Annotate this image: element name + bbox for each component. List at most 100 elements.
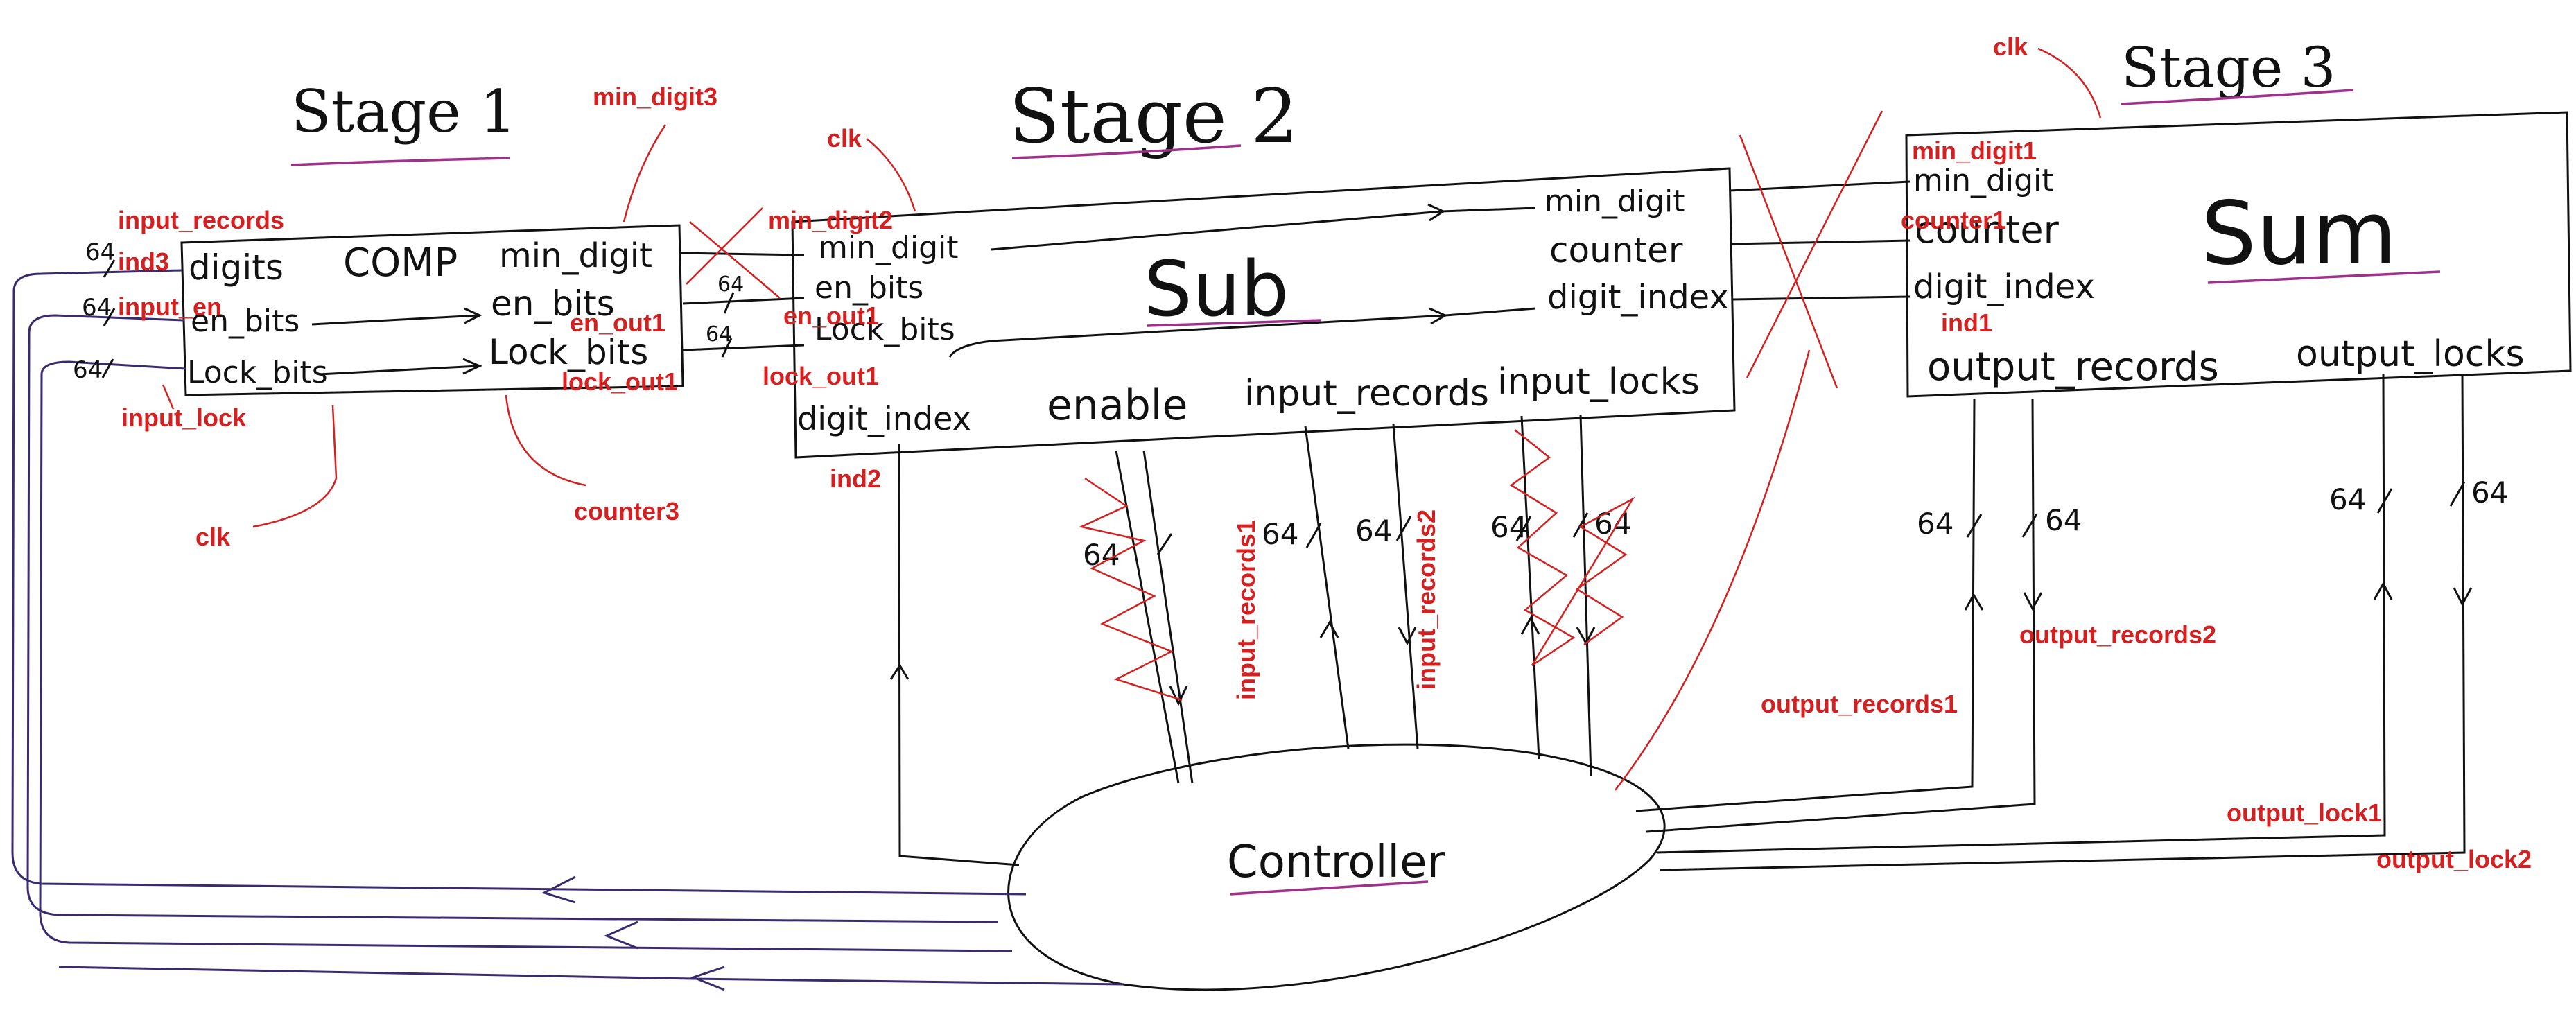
arrow-enable bbox=[1169, 686, 1188, 706]
strike-scribble-enable bbox=[1079, 477, 1183, 701]
controller-underline bbox=[1230, 880, 1429, 896]
comp-port-en-bits-out: en_bits bbox=[491, 283, 615, 324]
tick-output-records-2 bbox=[2021, 514, 2038, 538]
sub-block bbox=[791, 167, 1736, 459]
label-en-out1-b: en_out1 bbox=[783, 302, 879, 330]
stage2-title: Stage 2 bbox=[1009, 73, 1298, 160]
label-counter3: counter3 bbox=[574, 497, 679, 525]
wire-sub-sum-min-digit bbox=[1729, 180, 1911, 192]
strike-x-sub-sum bbox=[1739, 110, 1883, 389]
stage1-title: Stage 1 bbox=[291, 78, 516, 146]
sum-port-counter-in: counter bbox=[1915, 208, 2060, 252]
wire-output-locks-2 bbox=[1660, 374, 2466, 871]
controller-ellipse bbox=[1007, 743, 1666, 991]
arrow-output-locks-2 bbox=[2453, 587, 2473, 607]
sum-underline bbox=[2207, 270, 2441, 284]
bw-input-locks-2: 64 bbox=[1594, 507, 1631, 541]
label-min-digit3: min_digit3 bbox=[593, 82, 717, 111]
tick-output-locks-1 bbox=[2376, 488, 2393, 514]
sub-port-lock-bits-in: Lock_bits bbox=[815, 312, 955, 347]
sum-name: Sum bbox=[2201, 182, 2397, 284]
wire-sub-sum-digit-index bbox=[1732, 295, 1911, 301]
comp-port-digits: digits bbox=[189, 247, 284, 288]
feedback-wire-lock bbox=[39, 360, 1013, 952]
sub-port-counter-out: counter bbox=[1549, 230, 1683, 270]
tick-input-records-1 bbox=[1305, 523, 1322, 548]
stage3-title: Stage 3 bbox=[2121, 35, 2336, 100]
sub-port-digit-index-bot: digit_index bbox=[797, 400, 971, 437]
strike-scribble-locks bbox=[1509, 429, 1635, 667]
bw-output-records-2: 64 bbox=[2045, 503, 2082, 537]
label-clk-stage3: clk bbox=[1993, 33, 2028, 61]
controller-name: Controller bbox=[1227, 837, 1446, 888]
wire-enable-bus bbox=[1115, 450, 1194, 784]
bw-output-locks-2: 64 bbox=[2471, 476, 2508, 509]
label-lock-out1-b: lock_out1 bbox=[763, 362, 879, 390]
sub-internal-min-digit-arrow bbox=[991, 203, 1446, 251]
sub-port-min-digit-out: min_digit bbox=[1544, 184, 1685, 219]
sub-port-en-bits-in: en_bits bbox=[815, 270, 923, 306]
label-ind1: ind1 bbox=[1941, 308, 1992, 337]
sum-block bbox=[1905, 111, 2572, 398]
label-input-lock: input_lock bbox=[121, 403, 247, 432]
tick-comp-sub-en bbox=[723, 292, 735, 314]
tick-input-locks-2 bbox=[1572, 512, 1589, 538]
label-min-digit2: min_digit2 bbox=[768, 206, 893, 234]
bw-comp-sub-lock: 64 bbox=[706, 322, 732, 347]
arrow-input-records-1 bbox=[1319, 620, 1339, 638]
arrow-output-records-2 bbox=[2023, 592, 2043, 611]
bw-enable: 64 bbox=[1083, 538, 1120, 572]
sub-port-digit-index-out: digit_index bbox=[1547, 278, 1729, 317]
bw-input-records-1: 64 bbox=[1262, 517, 1298, 551]
label-output-lock2: output_lock2 bbox=[2376, 845, 2532, 873]
tick-comp-sub-lock bbox=[721, 338, 733, 358]
wire-output-records-2 bbox=[1646, 398, 2036, 833]
callout-clk-stage2 bbox=[866, 138, 916, 212]
feedback-arrow-3 bbox=[690, 966, 725, 991]
sub-internal-digit-index-line bbox=[1445, 307, 1536, 317]
stage3-underline bbox=[2121, 89, 2354, 105]
wire-input-records-1 bbox=[1304, 426, 1350, 749]
sub-port-min-digit-in: min_digit bbox=[818, 230, 959, 265]
wire-input-locks-1 bbox=[1520, 415, 1540, 760]
feedback-wire-en bbox=[26, 314, 999, 923]
callout-counter3 bbox=[505, 394, 586, 487]
strike-line-long bbox=[1615, 349, 1811, 791]
tick-enable bbox=[1156, 533, 1173, 555]
wire-comp-sub-min-digit bbox=[679, 252, 805, 256]
bw-comp-sub-en: 64 bbox=[717, 272, 744, 297]
sub-name: Sub bbox=[1144, 245, 1289, 333]
tick-comp-in-bot bbox=[101, 358, 114, 378]
tick-comp-in-top bbox=[103, 259, 116, 278]
feedback-wire-bottom bbox=[58, 966, 1124, 986]
label-en-out1-a: en_out1 bbox=[570, 308, 665, 337]
tick-input-locks-1 bbox=[1515, 516, 1532, 541]
bw-comp-in-bot: 64 bbox=[73, 356, 103, 384]
label-output-records2: output_records2 bbox=[2019, 620, 2216, 649]
comp-block bbox=[180, 224, 684, 396]
sum-port-output-locks: output_locks bbox=[2296, 333, 2525, 375]
label-ind2: ind2 bbox=[830, 464, 881, 493]
sub-port-enable: enable bbox=[1047, 381, 1187, 430]
bw-input-locks-1: 64 bbox=[1490, 510, 1527, 544]
label-lock-out1-a: lock_out1 bbox=[562, 367, 678, 396]
comp-port-min-digit: min_digit bbox=[499, 236, 652, 275]
comp-port-en-bits-in: en_bits bbox=[191, 304, 299, 339]
stage2-underline bbox=[1011, 144, 1242, 159]
tick-output-locks-2 bbox=[2449, 481, 2466, 507]
sum-port-digit-index-in: digit_index bbox=[1913, 268, 2095, 306]
wire-output-records-1 bbox=[1635, 398, 1976, 812]
label-counter1: counter1 bbox=[1901, 206, 2006, 234]
tick-output-records-1 bbox=[1966, 514, 1983, 538]
feedback-arrow-2 bbox=[604, 921, 638, 950]
callout-clk-stage1 bbox=[252, 405, 338, 528]
stage1-underline bbox=[290, 157, 510, 166]
callout-clk-stage3 bbox=[2037, 47, 2102, 119]
comp-port-lock-bits-in: Lock_bits bbox=[187, 355, 328, 390]
label-input-en: input_en bbox=[118, 293, 222, 321]
arrow-input-locks-1 bbox=[1520, 616, 1540, 635]
sum-port-output-records: output_records bbox=[1927, 344, 2219, 390]
wire-comp-sub-lock bbox=[682, 344, 805, 351]
wire-sub-digit-index-controller bbox=[898, 443, 1020, 866]
comp-internal-lock-arrow bbox=[318, 358, 482, 376]
